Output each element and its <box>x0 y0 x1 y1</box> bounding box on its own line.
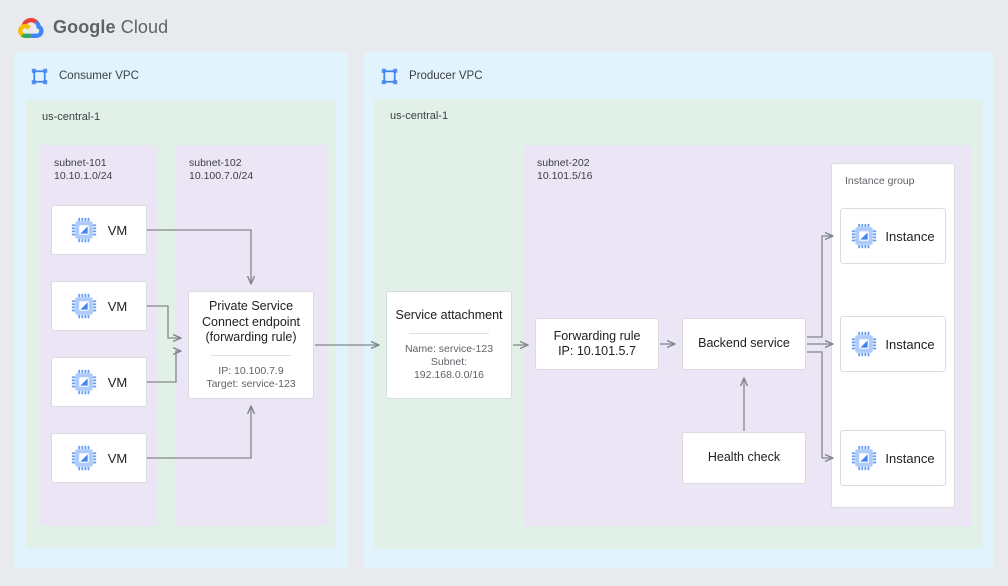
psc-endpoint-divider <box>211 354 291 356</box>
subnet-202-label: subnet-202 10.101.5/16 <box>537 157 593 182</box>
instance-node-1[interactable]: Instance <box>840 208 946 264</box>
vm-node-4[interactable]: VM <box>51 433 147 483</box>
psc-endpoint-card[interactable]: Private Service Connect endpoint (forwar… <box>188 291 314 399</box>
forwarding-rule-card[interactable]: Forwarding rule IP: 10.101.5.7 <box>535 318 659 370</box>
service-attachment-details: Name: service-123 Subnet: 192.168.0.0/16 <box>404 342 494 381</box>
service-attachment-title: Service attachment <box>395 308 503 323</box>
service-attachment-card[interactable]: Service attachment Name: service-123 Sub… <box>386 291 512 399</box>
consumer-vpc-header: Consumer VPC <box>30 64 139 88</box>
brand-title: Google Cloud <box>53 17 168 38</box>
psc-endpoint-details: IP: 10.100.7.9 Target: service-123 <box>206 364 296 390</box>
consumer-region-label: us-central-1 <box>42 111 101 123</box>
backend-service-content: Backend service <box>683 336 805 352</box>
vm-node-1[interactable]: VM <box>51 205 147 255</box>
brand-cloud-text: Cloud <box>120 16 169 37</box>
health-check-content: Health check <box>683 450 805 466</box>
vpc-icon <box>30 67 49 86</box>
google-cloud-logo-icon <box>18 14 44 40</box>
instance-node-2[interactable]: Instance <box>840 316 946 372</box>
subnet-101-label: subnet-101 10.10.1.0/24 <box>54 157 113 182</box>
vm-chip-icon <box>851 331 877 357</box>
vm-chip-icon <box>71 217 97 243</box>
forwarding-rule-title: Forwarding rule IP: 10.101.5.7 <box>553 328 641 359</box>
service-attachment-content: Service attachment Name: service-123 Sub… <box>387 308 511 382</box>
vm-chip-icon <box>71 369 97 395</box>
vm-node-4-label: VM <box>107 450 128 466</box>
vm-node-3-label: VM <box>107 374 128 390</box>
vm-node-2[interactable]: VM <box>51 281 147 331</box>
producer-vpc-header: Producer VPC <box>380 64 483 88</box>
vm-node-1-label: VM <box>107 222 128 238</box>
vm-node-2-label: VM <box>107 298 128 314</box>
brand-header: Google Cloud <box>18 12 168 42</box>
instance-node-2-label: Instance <box>885 336 935 352</box>
instance-node-3-label: Instance <box>885 450 935 466</box>
service-attachment-divider <box>409 332 489 334</box>
health-check-card[interactable]: Health check <box>682 432 806 484</box>
backend-service-card[interactable]: Backend service <box>682 318 806 370</box>
forwarding-rule-content: Forwarding rule IP: 10.101.5.7 <box>536 329 658 360</box>
producer-vpc-label: Producer VPC <box>409 70 483 82</box>
psc-endpoint-content: Private Service Connect endpoint (forwar… <box>189 299 313 391</box>
vpc-icon <box>380 67 399 86</box>
producer-region-label: us-central-1 <box>390 110 449 122</box>
subnet-102-label: subnet-102 10.100.7.0/24 <box>189 157 254 182</box>
instance-node-1-label: Instance <box>885 228 935 244</box>
vm-chip-icon <box>851 223 877 249</box>
instance-group-label: Instance group <box>845 175 915 187</box>
backend-service-title: Backend service <box>698 336 790 351</box>
psc-endpoint-title: Private Service Connect endpoint (forwar… <box>202 299 300 345</box>
brand-google-text: Google <box>53 16 116 37</box>
vm-chip-icon <box>71 293 97 319</box>
consumer-vpc-label: Consumer VPC <box>59 70 139 82</box>
vm-chip-icon <box>851 445 877 471</box>
vm-node-3[interactable]: VM <box>51 357 147 407</box>
health-check-title: Health check <box>707 450 781 465</box>
instance-node-3[interactable]: Instance <box>840 430 946 486</box>
vm-chip-icon <box>71 445 97 471</box>
